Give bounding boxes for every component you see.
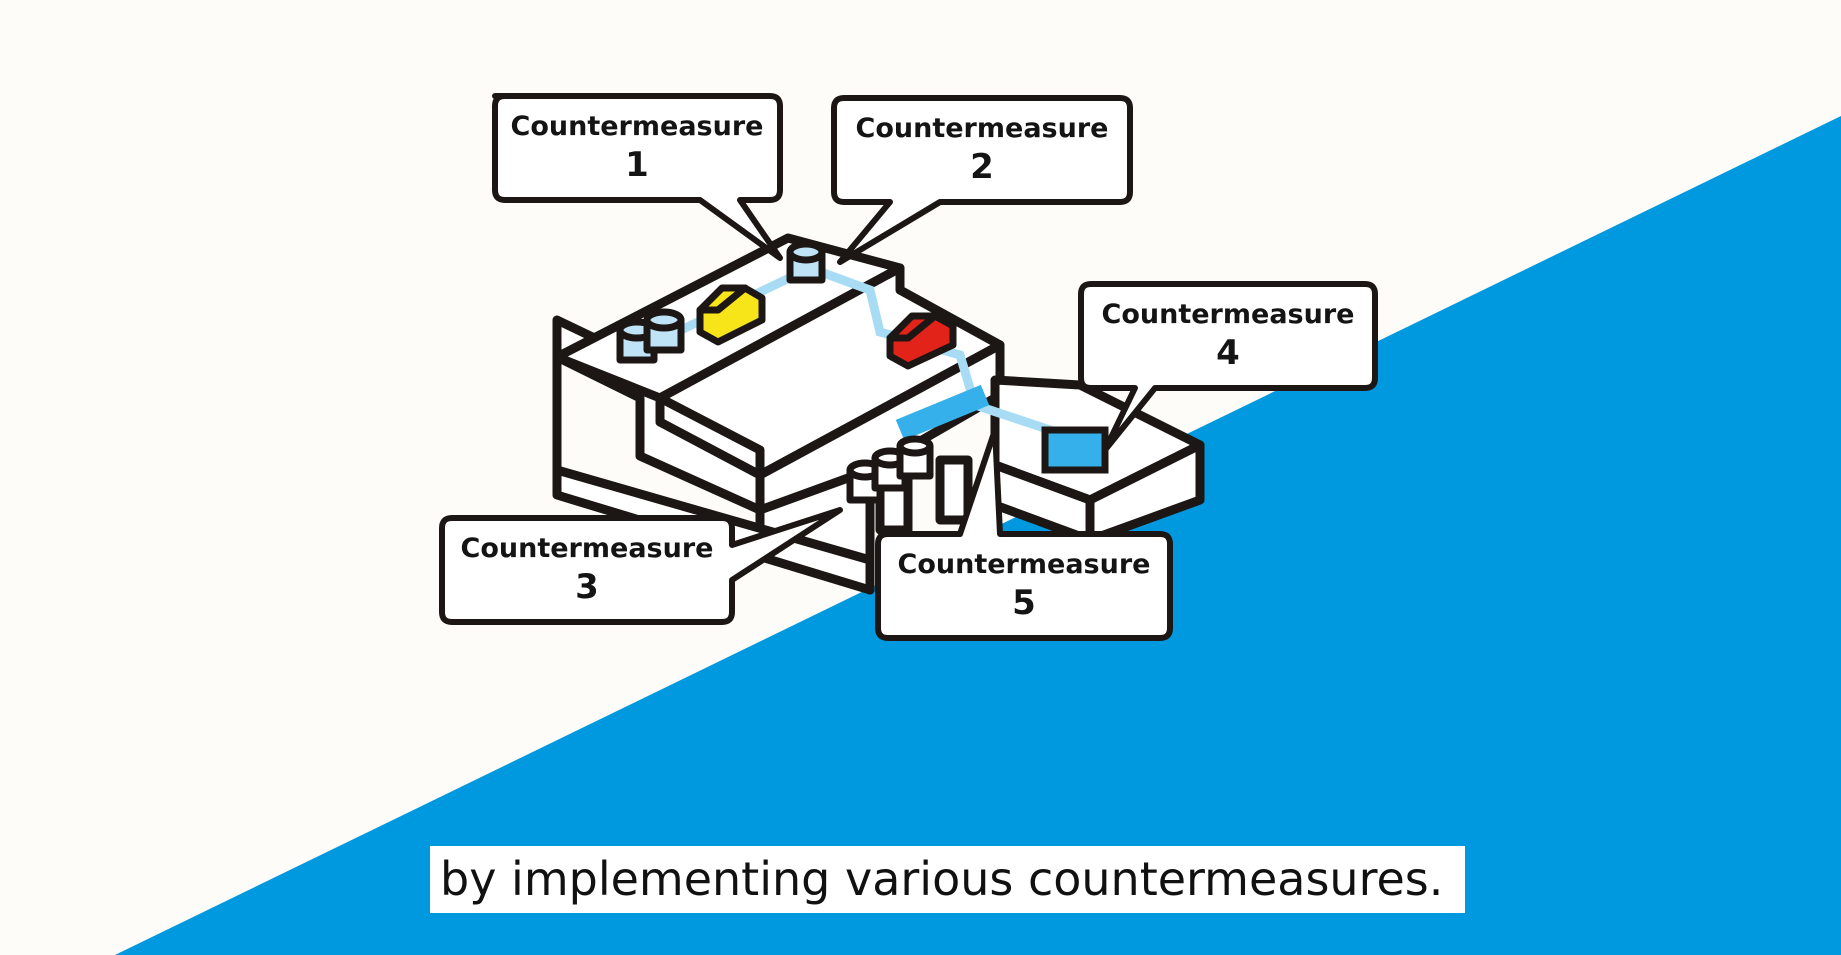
callout-box-4-shape — [1078, 281, 1378, 453]
callout-5-number: 5 — [1012, 582, 1036, 623]
tank-group-lower — [846, 435, 934, 504]
intake-pit — [1041, 426, 1109, 474]
callout-1-number: 1 — [625, 144, 649, 185]
callout-4-number: 4 — [1216, 332, 1240, 373]
yellow-building — [696, 284, 766, 346]
plant-base-left-face — [552, 352, 875, 595]
callout-3: Countermeasure 3 — [442, 520, 732, 620]
callout-5-title: Countermeasure — [897, 548, 1151, 580]
callout-1-title: Countermeasure — [510, 110, 764, 142]
subtitle-caption: by implementing various countermeasures. — [430, 846, 1466, 913]
red-building — [886, 312, 957, 370]
callout-box-2-shape — [831, 95, 1133, 265]
tank-group-upper-left — [616, 308, 685, 364]
callout-2-title: Countermeasure — [855, 112, 1109, 144]
callout-2: Countermeasure 2 — [837, 100, 1127, 200]
callout-box-1-shape — [492, 93, 783, 261]
callout-3-number: 3 — [575, 566, 599, 607]
pier-support — [935, 455, 973, 525]
intake-channel — [895, 384, 990, 441]
callout-4: Countermeasure 4 — [1083, 286, 1373, 386]
callout-box-3-shape — [439, 507, 843, 625]
callout-box-5-shape — [875, 427, 1173, 641]
callout-1: Countermeasure 1 — [492, 98, 782, 198]
callout-4-title: Countermeasure — [1101, 298, 1355, 330]
callout-2-number: 2 — [970, 146, 994, 187]
callout-5: Countermeasure 5 — [879, 536, 1169, 636]
callout-3-title: Countermeasure — [460, 532, 714, 564]
tank-top-tier — [786, 240, 826, 284]
